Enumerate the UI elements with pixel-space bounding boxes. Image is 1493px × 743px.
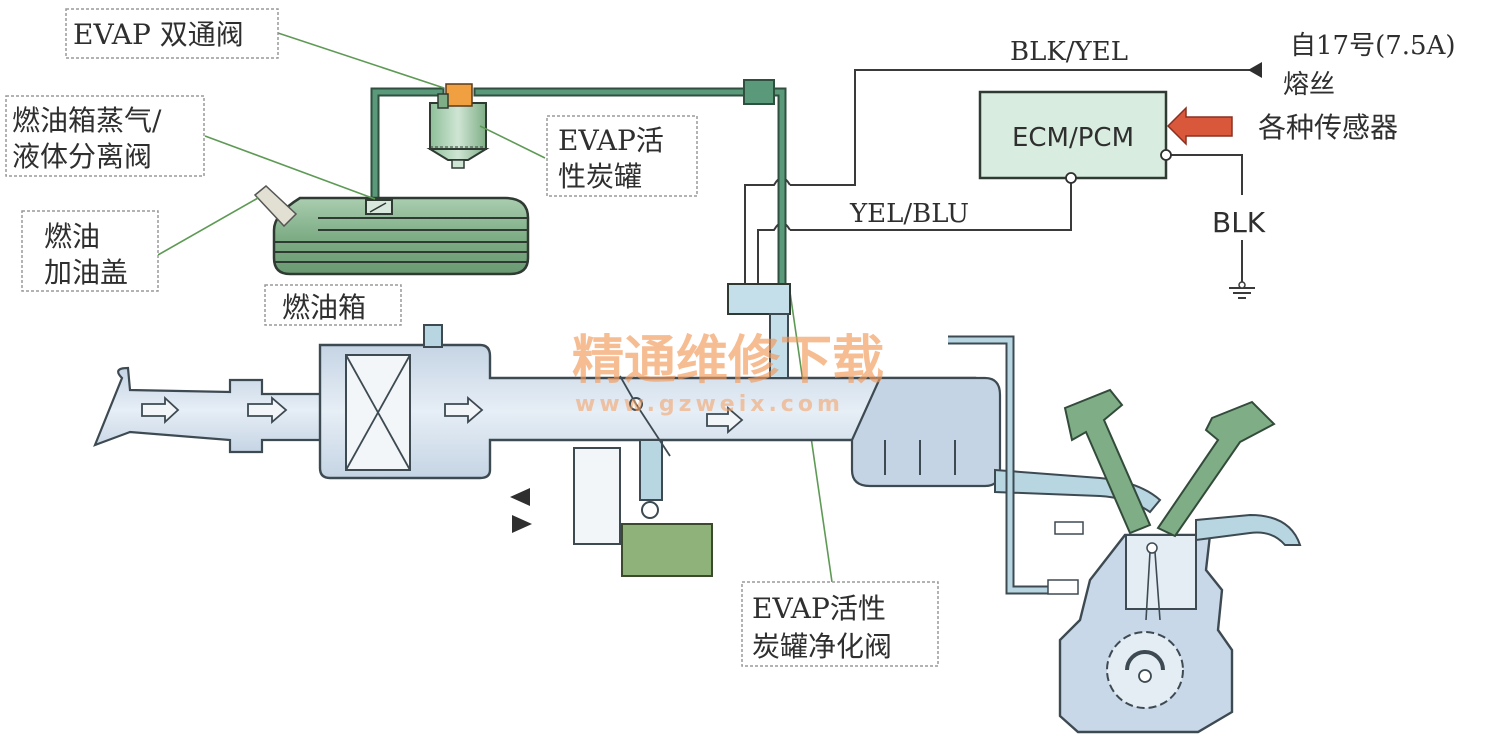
callout-fuel-cap-line2: 加油盖: [44, 256, 128, 289]
ecm-terminal: [1065, 172, 1077, 184]
ecm-label: ECM/PCM: [1012, 123, 1134, 153]
air-cleaner-housing: [318, 343, 977, 480]
callout-fuel-tank: 燃油箱: [282, 291, 366, 324]
evap-canister: [426, 102, 490, 169]
ecm-terminal: [1160, 149, 1172, 161]
callout-canister-line1: EVAP活: [558, 124, 664, 157]
watermark-url: www.gzweix.com: [575, 392, 844, 417]
inflow-arrow-icon: [512, 515, 532, 533]
callout-purge-valve-line2: 炭罐净化阀: [752, 630, 892, 663]
wiring-harness: [744, 62, 1262, 305]
wire-label-blk: BLK: [1212, 206, 1266, 239]
wire-label-blk-yel: BLK/YEL: [1010, 37, 1128, 67]
airflow-arrow-icon: [706, 406, 744, 434]
iac-valve: [573, 447, 621, 545]
fuel-filler-cap: [253, 185, 298, 228]
sensors-label: 各种传感器: [1258, 111, 1398, 144]
wire-yel-blu: [790, 178, 1072, 231]
airflow-arrow-icon: [444, 396, 484, 424]
engine-cutaway: [1047, 388, 1302, 734]
throttle-actuator: [621, 523, 713, 577]
callouts: EVAP 双通阀 燃油箱蒸气/ 液体分离阀 燃油 加油盖 燃油箱 EVAP活 性…: [5, 8, 939, 667]
exhaust-port: [1195, 513, 1302, 546]
airflow-arrow-icon: [141, 395, 180, 425]
fuse-terminal-arrow-icon: [1248, 62, 1262, 78]
airflow-arrow-icon: [247, 396, 288, 424]
ignition-coil: [1156, 400, 1276, 538]
air-intake-duct: [93, 366, 332, 454]
wire-blk: [1168, 154, 1243, 195]
callout-canister-line2: 性炭罐: [558, 160, 642, 193]
callout-vapor-separator-line2: 液体分离阀: [12, 140, 152, 173]
callout-two-way-valve: EVAP 双通阀: [73, 18, 244, 51]
outflow-arrow-icon: [510, 488, 530, 506]
fuse-label-line1: 自17号(7.5A): [1290, 31, 1456, 61]
fuel-injector: [1054, 521, 1084, 535]
iat-sensor: [423, 324, 443, 348]
map-sensor: [1047, 579, 1079, 595]
evap-two-way-valve: [437, 83, 473, 109]
ecm-pcm-module: ECM/PCM: [978, 90, 1172, 184]
ignition-coil: [1063, 388, 1152, 535]
sensor-input-arrow-icon: [1166, 106, 1233, 146]
watermark-text: 精通维修下载: [572, 331, 884, 391]
fuel-tank: [253, 185, 530, 276]
ground-icon: [1229, 281, 1255, 299]
fuse-label-line2: 熔丝: [1283, 70, 1335, 100]
evap-hoses: [370, 79, 787, 295]
hose-connector: [743, 79, 775, 105]
wire-blk-yel: [790, 69, 1252, 186]
purge-valve-body: [727, 283, 791, 315]
intake-plenum: [850, 376, 1002, 488]
callout-fuel-cap-line1: 燃油: [44, 220, 100, 253]
intake-system: [93, 283, 1162, 595]
callout-vapor-separator-line1: 燃油箱蒸气/: [12, 104, 162, 137]
cylinder: [1125, 534, 1197, 610]
callout-purge-valve-line1: EVAP活性: [752, 592, 886, 625]
wire-label-yel-blu: YEL/BLU: [849, 199, 969, 229]
